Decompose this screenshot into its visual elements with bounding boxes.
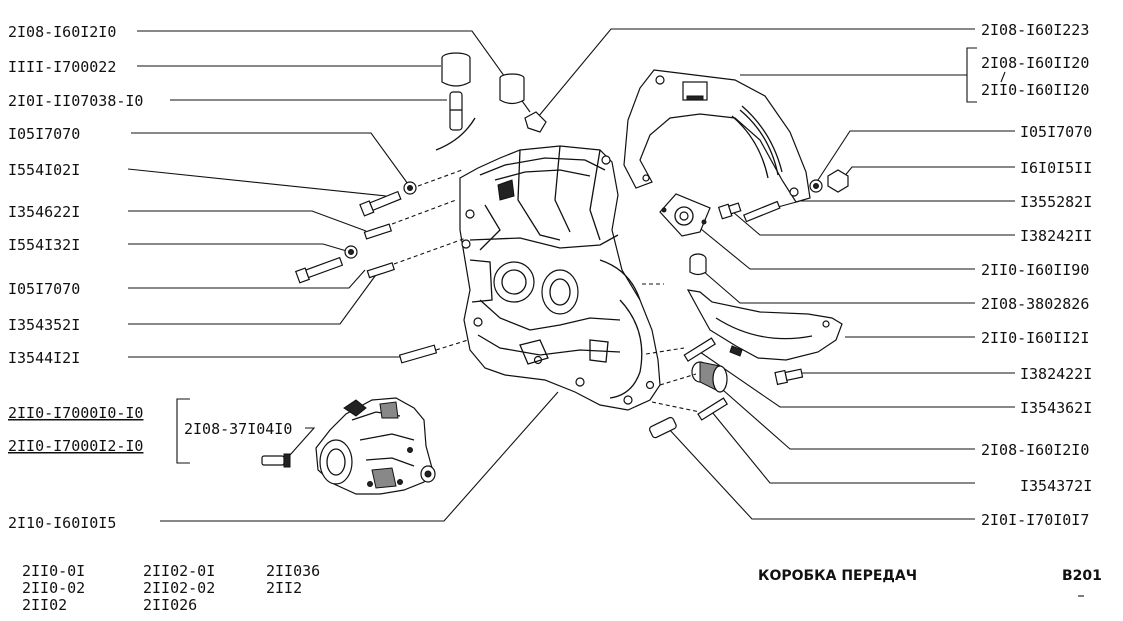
cap-parts: [435, 52, 547, 151]
page-title: КОРОБКА ПЕРЕДАЧ: [758, 568, 917, 584]
model-1-3: 2II02: [22, 596, 67, 614]
label-right-11: I382422I: [1020, 365, 1092, 383]
assembly-inset: 2II0-I7000I0-I0 2II0-I7000I2-I0 2I08-37I…: [8, 397, 436, 495]
label-right-15: 2I0I-I70I0I7: [981, 511, 1089, 529]
right-labels: 2I08-I60I223 2I08-I60II20 2II0-I60II20 I…: [981, 21, 1092, 529]
label-right-4: I05I7070: [1020, 123, 1092, 141]
footer: 2II0-0I 2II0-02 2II02 2II02-0I 2II02-02 …: [22, 562, 1102, 614]
label-right-5: I6I0I5II: [1020, 159, 1092, 177]
bushing: [689, 253, 707, 276]
lower-studs: [642, 283, 728, 439]
model-2-2: 2II02-02: [143, 579, 215, 597]
label-left-8: I05I7070: [8, 280, 80, 298]
assembly-code-2: 2II0-I7000I2-I0: [8, 437, 143, 455]
right-bracket: [932, 47, 1006, 103]
label-right-1: 2I08-I60I223: [981, 21, 1089, 39]
label-right-8: 2II0-I60II90: [981, 261, 1089, 279]
label-right-10: 2II0-I60II2I: [981, 329, 1089, 347]
left-leaders: [127, 30, 559, 522]
bolt-lower-right: [774, 368, 804, 386]
label-left-5: I554I02I: [8, 161, 80, 179]
sensor-part: [261, 453, 291, 468]
gearbox-assembly: [315, 397, 436, 495]
gearbox-housing: [459, 145, 661, 411]
label-left-6: I354622I: [8, 203, 80, 221]
label-right-6: I355282I: [1020, 193, 1092, 211]
assembly-code-1: 2II0-I7000I0-I0: [8, 404, 143, 422]
right-leaders: [537, 28, 1015, 520]
right-fasteners-top: [717, 169, 849, 223]
curved-shield: [686, 289, 843, 361]
label-right-7: I38242II: [1020, 227, 1092, 245]
page-number: B201: [1062, 568, 1102, 584]
label-right-2: 2I08-I60II20: [981, 54, 1089, 72]
label-left-2: IIII-I700022: [8, 58, 116, 76]
label-right-13: 2I08-I60I2I0: [981, 441, 1089, 459]
label-left-3: 2I0I-II07038-I0: [8, 92, 143, 110]
left-fasteners: [294, 169, 469, 364]
label-left-9: I354352I: [8, 316, 80, 334]
left-labels: 2I08-I60I2I0 IIII-I700022 2I0I-II07038-I…: [8, 23, 143, 532]
model-3-2: 2II2: [266, 579, 302, 597]
label-right-14: I354372I: [1020, 477, 1092, 495]
label-left-1: 2I08-I60I2I0: [8, 23, 116, 41]
label-right-3: 2II0-I60II20: [981, 81, 1089, 99]
cover-plate: [659, 193, 711, 237]
label-left-11: 2I10-I60I0I5: [8, 514, 116, 532]
model-2-1: 2II02-0I: [143, 562, 215, 580]
label-right-12: I354362I: [1020, 399, 1092, 417]
model-1-2: 2II0-02: [22, 579, 85, 597]
label-left-4: I05I7070: [8, 125, 80, 143]
model-2-3: 2II026: [143, 596, 197, 614]
sensor-label: 2I08-37I04I0: [184, 420, 292, 438]
label-right-9: 2I08-3802826: [981, 295, 1089, 313]
model-3-1: 2II036: [266, 562, 320, 580]
bracket-plate: [623, 69, 811, 203]
model-1-1: 2II0-0I: [22, 562, 85, 580]
label-left-10: I3544I2I: [8, 349, 80, 367]
label-left-7: I554I32I: [8, 236, 80, 254]
